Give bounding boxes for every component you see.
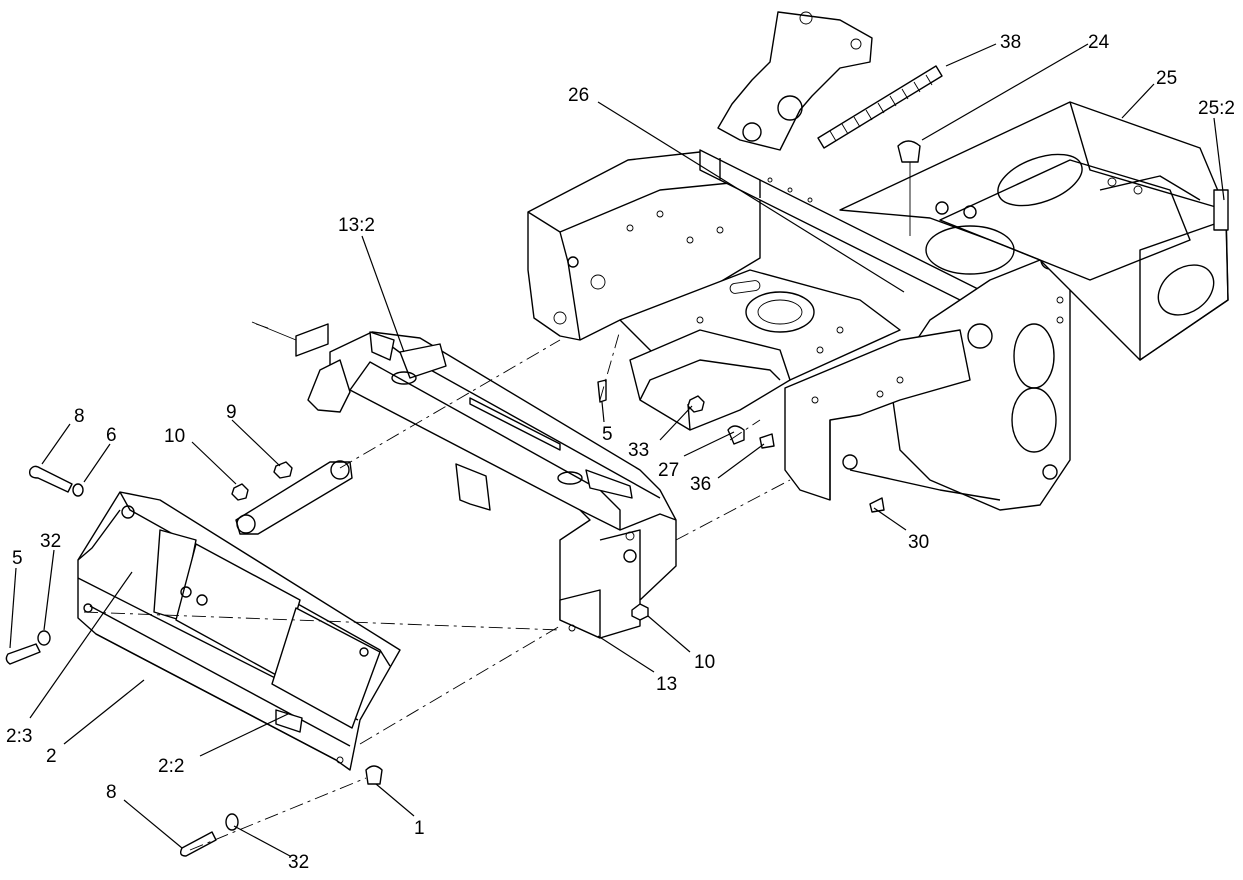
callout-32-bottom: 32	[288, 852, 309, 873]
panel-part-2	[77, 491, 401, 771]
callout-30: 30	[908, 532, 929, 553]
callout-36: 36	[690, 474, 711, 495]
hardware	[5, 379, 885, 857]
callout-9: 9	[226, 402, 237, 423]
callout-26: 26	[568, 85, 589, 106]
front-beam-part-13	[307, 331, 677, 639]
callout-8-top: 8	[74, 406, 85, 427]
callout-labels: 38 24 25 26 25:2 13:2 8 6 10 9 5 33 27 3…	[6, 32, 1235, 873]
arm-part-9	[231, 460, 353, 535]
callout-13-2: 13:2	[338, 215, 375, 236]
callout-8-bottom: 8	[106, 782, 117, 803]
callout-2: 2	[46, 746, 57, 767]
bumper-part-24	[897, 140, 921, 236]
callout-2-2: 2:2	[158, 756, 184, 777]
callout-13: 13	[656, 674, 677, 695]
spring-part-38	[817, 65, 943, 149]
callout-24: 24	[1088, 32, 1110, 53]
callout-32-left: 32	[40, 531, 61, 552]
callout-5-left: 5	[12, 548, 23, 569]
assembly-centerlines	[83, 329, 791, 851]
callout-2-3: 2:3	[6, 726, 32, 747]
callout-5-center: 5	[602, 424, 613, 445]
callout-10-right: 10	[694, 652, 715, 673]
main-frame	[527, 11, 1229, 511]
callout-1: 1	[414, 818, 425, 839]
callout-25: 25	[1156, 68, 1177, 89]
callout-38: 38	[1000, 32, 1021, 53]
leader-lines	[9, 43, 1225, 857]
callout-25-2: 25:2	[1198, 98, 1235, 119]
callout-6: 6	[106, 425, 117, 446]
callout-33: 33	[628, 440, 649, 461]
callout-10-left: 10	[164, 426, 185, 447]
bracket-13-2	[251, 321, 329, 357]
callout-27: 27	[658, 460, 679, 481]
